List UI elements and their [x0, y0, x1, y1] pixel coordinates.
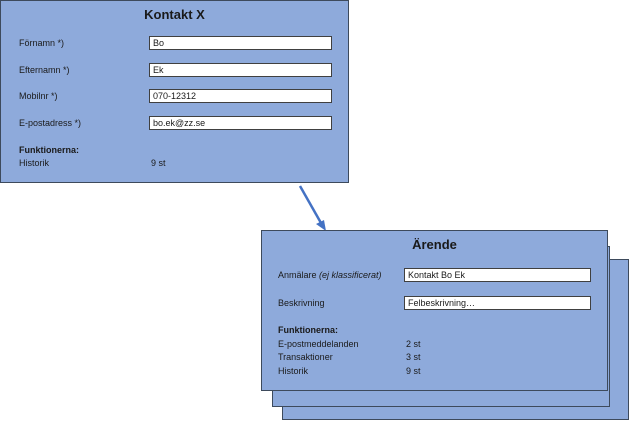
function-label: E-postmeddelanden	[278, 339, 359, 349]
mobile-input[interactable]: 070-12312	[149, 89, 332, 103]
reporter-label: Anmälare (ej klassificerat)	[278, 270, 382, 280]
field-label: Efternamn *)	[19, 65, 70, 75]
case-card: Ärende Anmälare (ej klassificerat) Konta…	[261, 230, 608, 391]
function-count: 2 st	[406, 339, 421, 349]
description-label: Beskrivning	[278, 298, 325, 308]
contact-title: Kontakt X	[144, 7, 205, 22]
reporter-label-text: Anmälare	[278, 270, 317, 280]
lastname-input[interactable]: Ek	[149, 63, 332, 77]
function-count: 3 st	[406, 352, 421, 362]
reporter-note: (ej klassificerat)	[319, 270, 382, 280]
function-label: Historik	[278, 366, 309, 376]
email-input[interactable]: bo.ek@zz.se	[149, 116, 332, 130]
function-label: Historik	[19, 158, 50, 168]
field-label: Mobilnr *)	[19, 91, 58, 101]
firstname-input[interactable]: Bo	[149, 36, 332, 50]
field-label: E-postadress *)	[19, 118, 82, 128]
description-input[interactable]: Felbeskrivning…	[404, 296, 591, 310]
reporter-input[interactable]: Kontakt Bo Ek	[404, 268, 591, 282]
functions-heading: Funktionerna:	[19, 145, 79, 155]
function-count: 9 st	[151, 158, 166, 168]
contact-card: Kontakt X Förnamn *) Bo Efternamn *) Ek …	[0, 0, 349, 183]
function-label: Transaktioner	[278, 352, 333, 362]
function-count: 9 st	[406, 366, 421, 376]
case-title: Ärende	[412, 237, 457, 252]
functions-heading: Funktionerna:	[278, 325, 338, 335]
field-label: Förnamn *)	[19, 38, 65, 48]
